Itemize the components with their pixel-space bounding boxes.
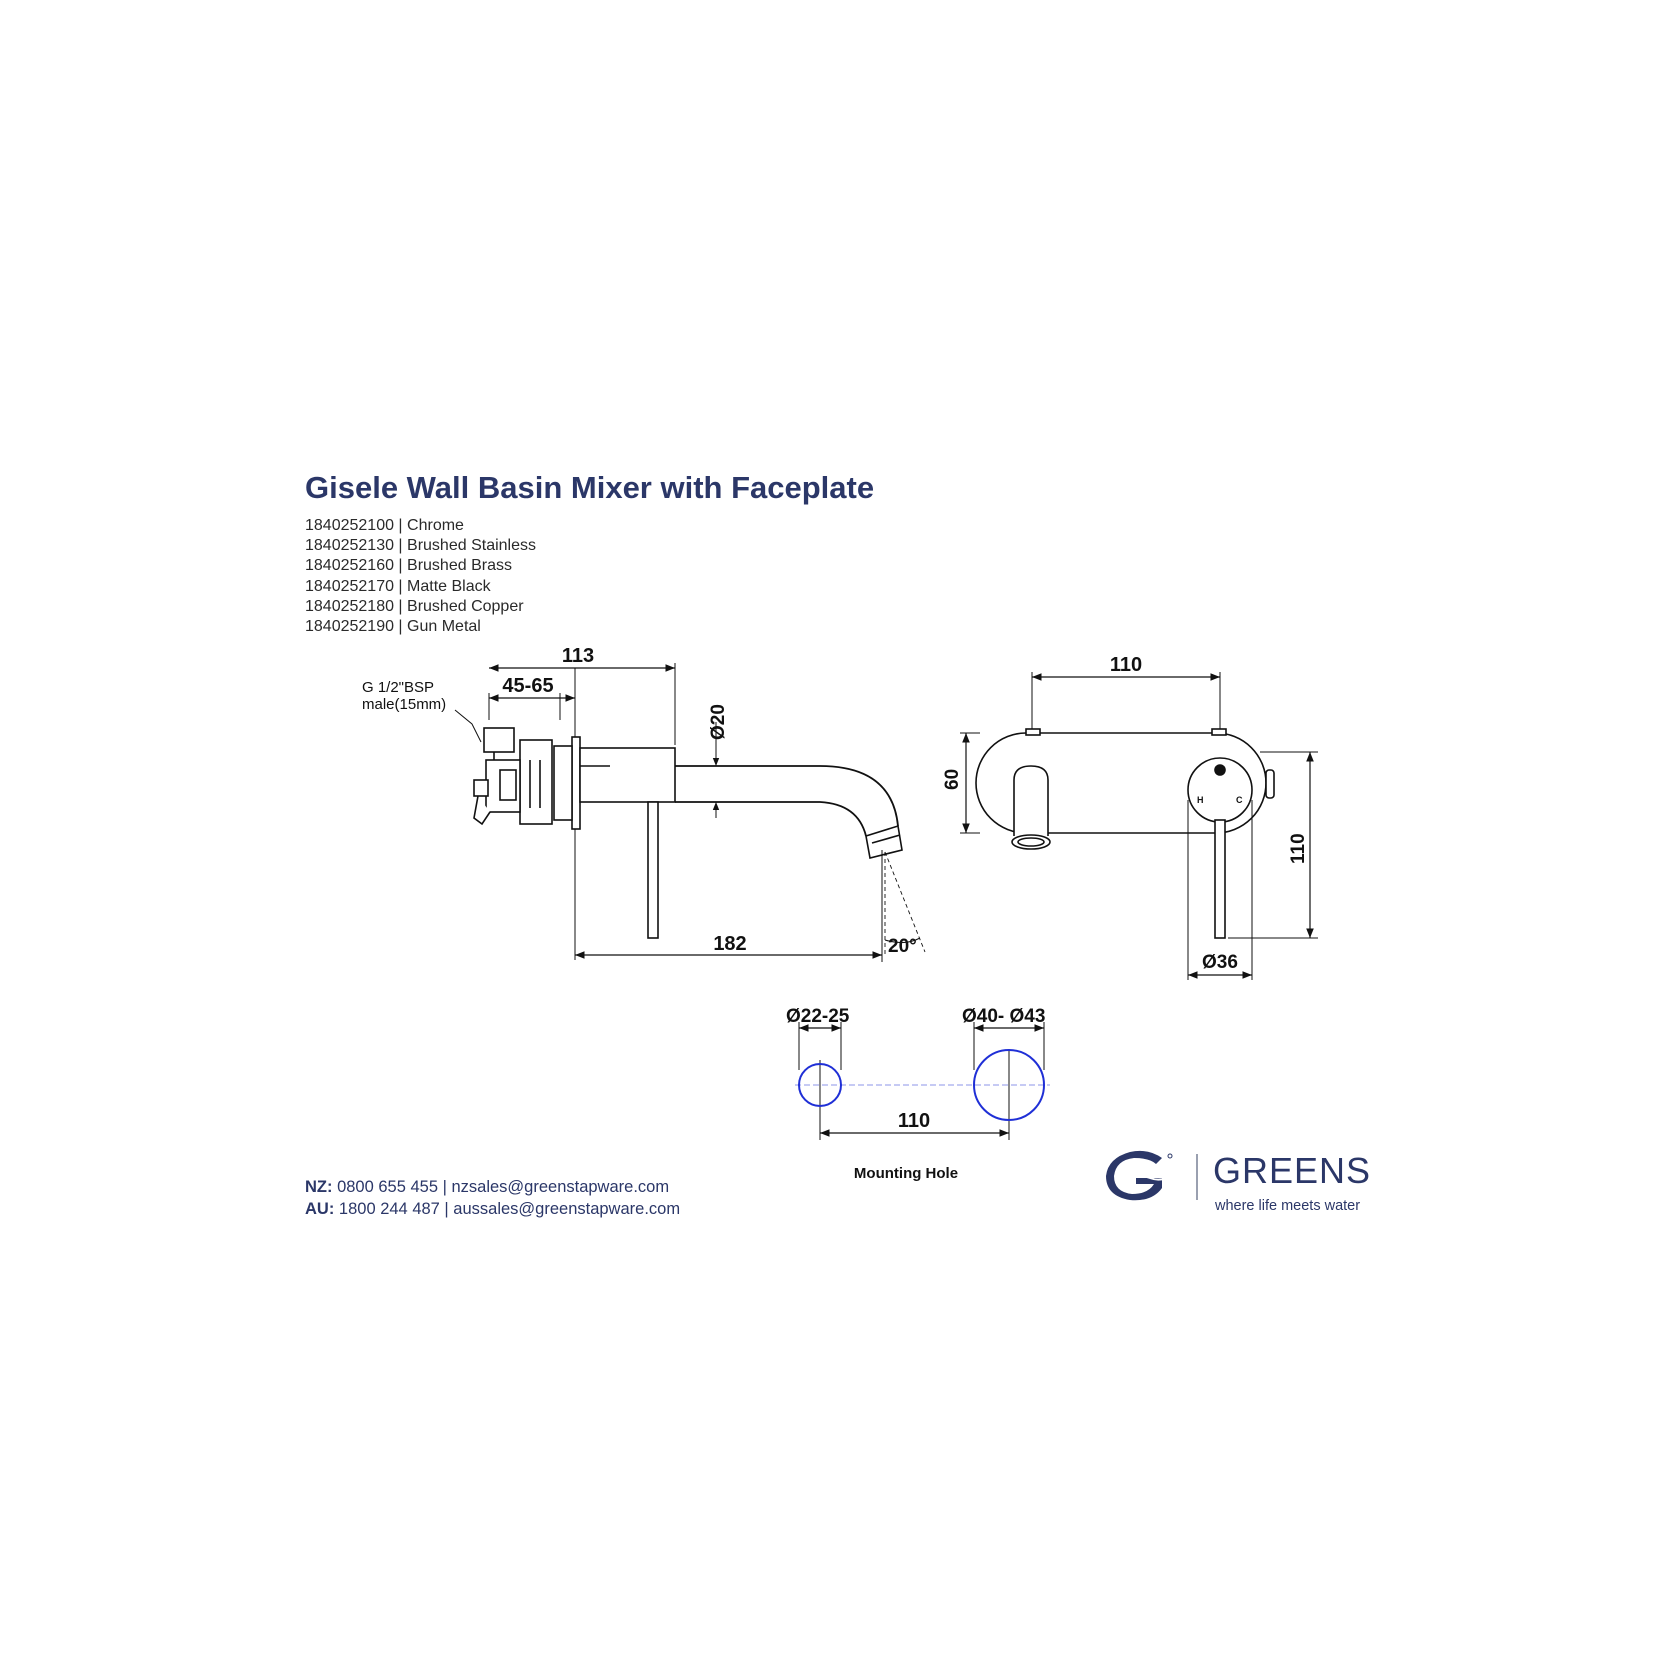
variant-list: 1840252100 | Chrome 1840252130 | Brushed… xyxy=(305,516,536,637)
dim-handle-dia: Ø36 xyxy=(1202,952,1238,973)
variant-item: 1840252190 | Gun Metal xyxy=(305,617,481,635)
variant-item: 1840252180 | Brushed Copper xyxy=(305,597,524,615)
inlet-note-line2: male(15mm) xyxy=(362,696,446,713)
dim-overall-depth: 113 xyxy=(562,645,594,667)
front-view-labels: 110 60 110 Ø36 H C xyxy=(942,654,1309,973)
contact-info: NZ: 0800 655 455 | nzsales@greenstapware… xyxy=(305,1176,680,1220)
dim-small-hole: Ø22-25 xyxy=(786,1006,850,1027)
dim-plate-height: 60 xyxy=(942,769,963,790)
brand-name: GREENS xyxy=(1213,1150,1372,1191)
variant-item: 1840252160 | Brushed Brass xyxy=(305,557,512,575)
contact-au-text: 1800 244 487 | aussales@greenstapware.co… xyxy=(334,1200,681,1218)
handle-cold-mark: C xyxy=(1236,795,1243,805)
dim-adjust-range: 45-65 xyxy=(502,675,553,697)
mounting-hole-label: Mounting Hole xyxy=(854,1165,958,1182)
contact-nz: NZ: 0800 655 455 | nzsales@greenstapware… xyxy=(305,1176,680,1198)
variant-item: 1840252170 | Matte Black xyxy=(305,577,491,595)
contact-au: AU: 1800 244 487 | aussales@greenstapwar… xyxy=(305,1198,680,1220)
dim-hole-spacing: 110 xyxy=(1110,654,1142,676)
brand-block: GREENS where life meets water xyxy=(1100,1148,1390,1220)
dim-spout-dia: Ø20 xyxy=(708,704,729,740)
side-view xyxy=(454,663,926,962)
contact-au-label: AU: xyxy=(305,1200,335,1218)
contact-nz-text: 0800 655 455 | nzsales@greenstapware.com xyxy=(332,1178,670,1196)
dim-plate-total-height: 110 xyxy=(1288,833,1309,864)
variant-item: 1840252100 | Chrome xyxy=(305,517,464,534)
mounting-hole-view xyxy=(795,1022,1050,1140)
dim-large-hole: Ø40- Ø43 xyxy=(962,1006,1045,1027)
dim-spout-reach: 182 xyxy=(713,933,746,955)
variant-item: 1840252130 | Brushed Stainless xyxy=(305,537,536,555)
dim-angle: 20° xyxy=(888,936,917,957)
brand-tagline: where life meets water xyxy=(1215,1198,1361,1214)
inlet-note-line1: G 1/2"BSP xyxy=(362,679,434,696)
dim-mount-spacing: 110 xyxy=(898,1110,930,1132)
mounting-hole-labels: Ø22-25 Ø40- Ø43 110 Mounting Hole xyxy=(786,1006,1045,1182)
contact-nz-label: NZ: xyxy=(305,1178,333,1196)
product-title: Gisele Wall Basin Mixer with Faceplate xyxy=(305,470,875,505)
brand-divider xyxy=(1196,1154,1198,1200)
handle-hot-mark: H xyxy=(1197,795,1204,805)
side-view-labels: 113 45-65 G 1/2"BSP male(15mm) Ø20 182 2… xyxy=(362,645,917,957)
greens-logo-icon xyxy=(1106,1150,1173,1201)
front-view xyxy=(960,672,1318,980)
